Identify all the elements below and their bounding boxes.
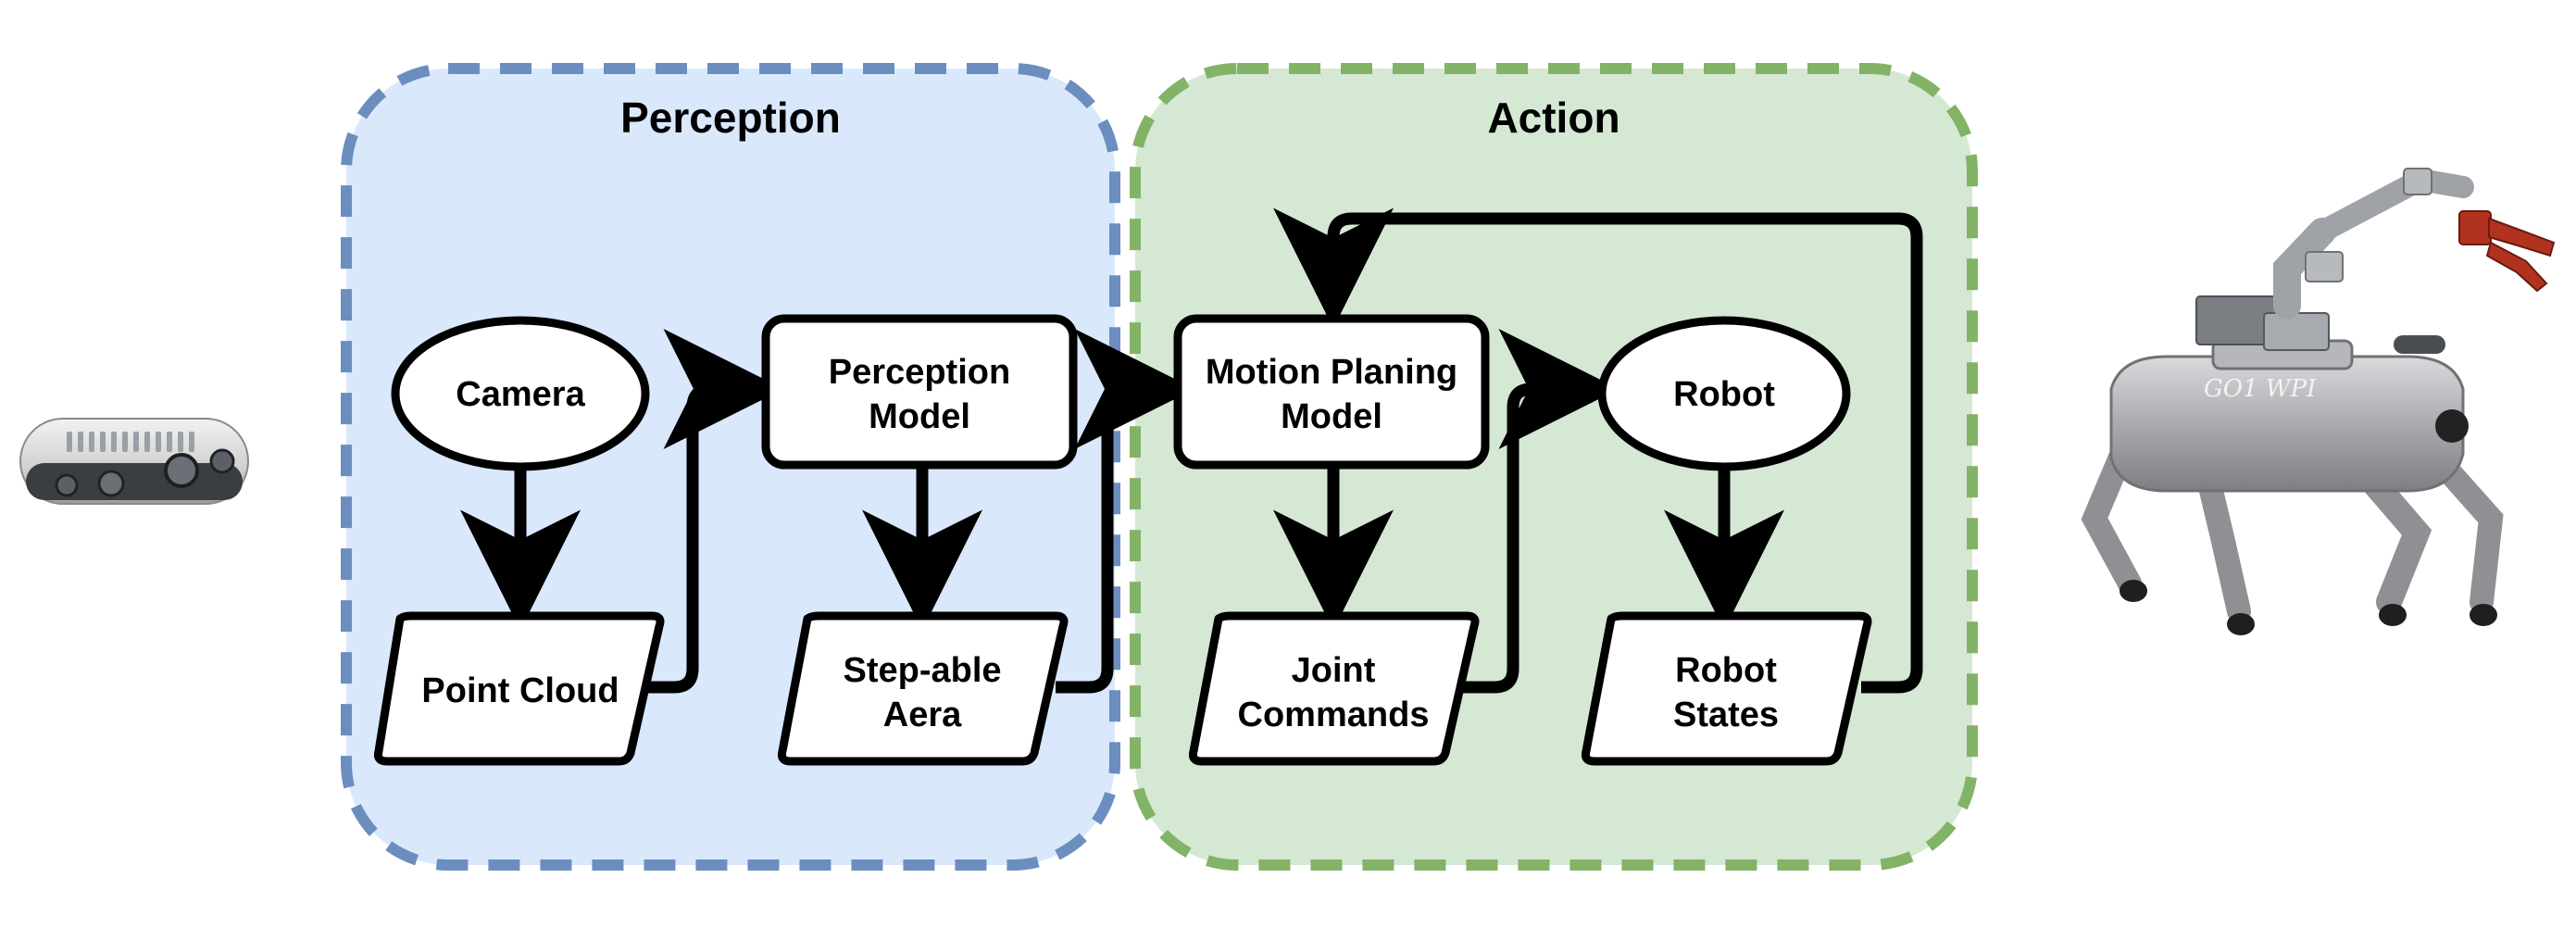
node-point-cloud-label: Point Cloud: [421, 671, 619, 710]
node-joint-commands-label-1: Joint: [1292, 651, 1376, 690]
robot-body-marks: GO1 WPI: [2204, 375, 2317, 403]
node-motion-planning-model-label-2: Model: [1281, 397, 1382, 436]
node-stepable-area-label-2: Aera: [883, 696, 962, 734]
quadruped-robot-with-arm-icon: GO1 WPI: [2081, 168, 2556, 635]
edge-stepable-area-to-motion-planning-model: [1056, 329, 1195, 694]
perception-group-title: Perception: [620, 94, 841, 142]
node-camera: Camera: [391, 316, 650, 471]
node-stepable-area-label-1: Step-able: [843, 651, 1001, 690]
edge-joint-commands-to-robot: [1459, 329, 1619, 694]
node-joint-commands-label-2: Commands: [1238, 696, 1430, 734]
node-perception-model-label-2: Model: [869, 397, 970, 436]
node-joint-commands: Joint Commands: [1188, 611, 1480, 766]
node-robot-label: Robot: [1673, 375, 1775, 414]
edges: [460, 207, 1923, 694]
node-point-cloud: Point Cloud: [373, 611, 665, 766]
node-robot-states-label-1: Robot: [1675, 651, 1777, 690]
node-camera-label: Camera: [456, 375, 585, 414]
action-group-title: Action: [1487, 94, 1619, 142]
node-stepable-area: Step-able Aera: [777, 611, 1069, 766]
node-robot-states: Robot States: [1581, 611, 1872, 766]
node-motion-planning-model: Motion Planing Model: [1173, 314, 1490, 470]
node-perception-model: Perception Model: [761, 314, 1078, 470]
depth-camera-icon: [19, 418, 249, 505]
edge-point-cloud-to-perception-model: [648, 329, 784, 694]
node-robot: Robot: [1597, 316, 1851, 471]
node-perception-model-label-1: Perception: [829, 353, 1010, 392]
node-robot-states-label-2: States: [1673, 696, 1779, 734]
node-motion-planning-model-label-1: Motion Planing: [1206, 353, 1457, 392]
edge-robot-states-to-motion-planning-model: [1273, 207, 1923, 694]
